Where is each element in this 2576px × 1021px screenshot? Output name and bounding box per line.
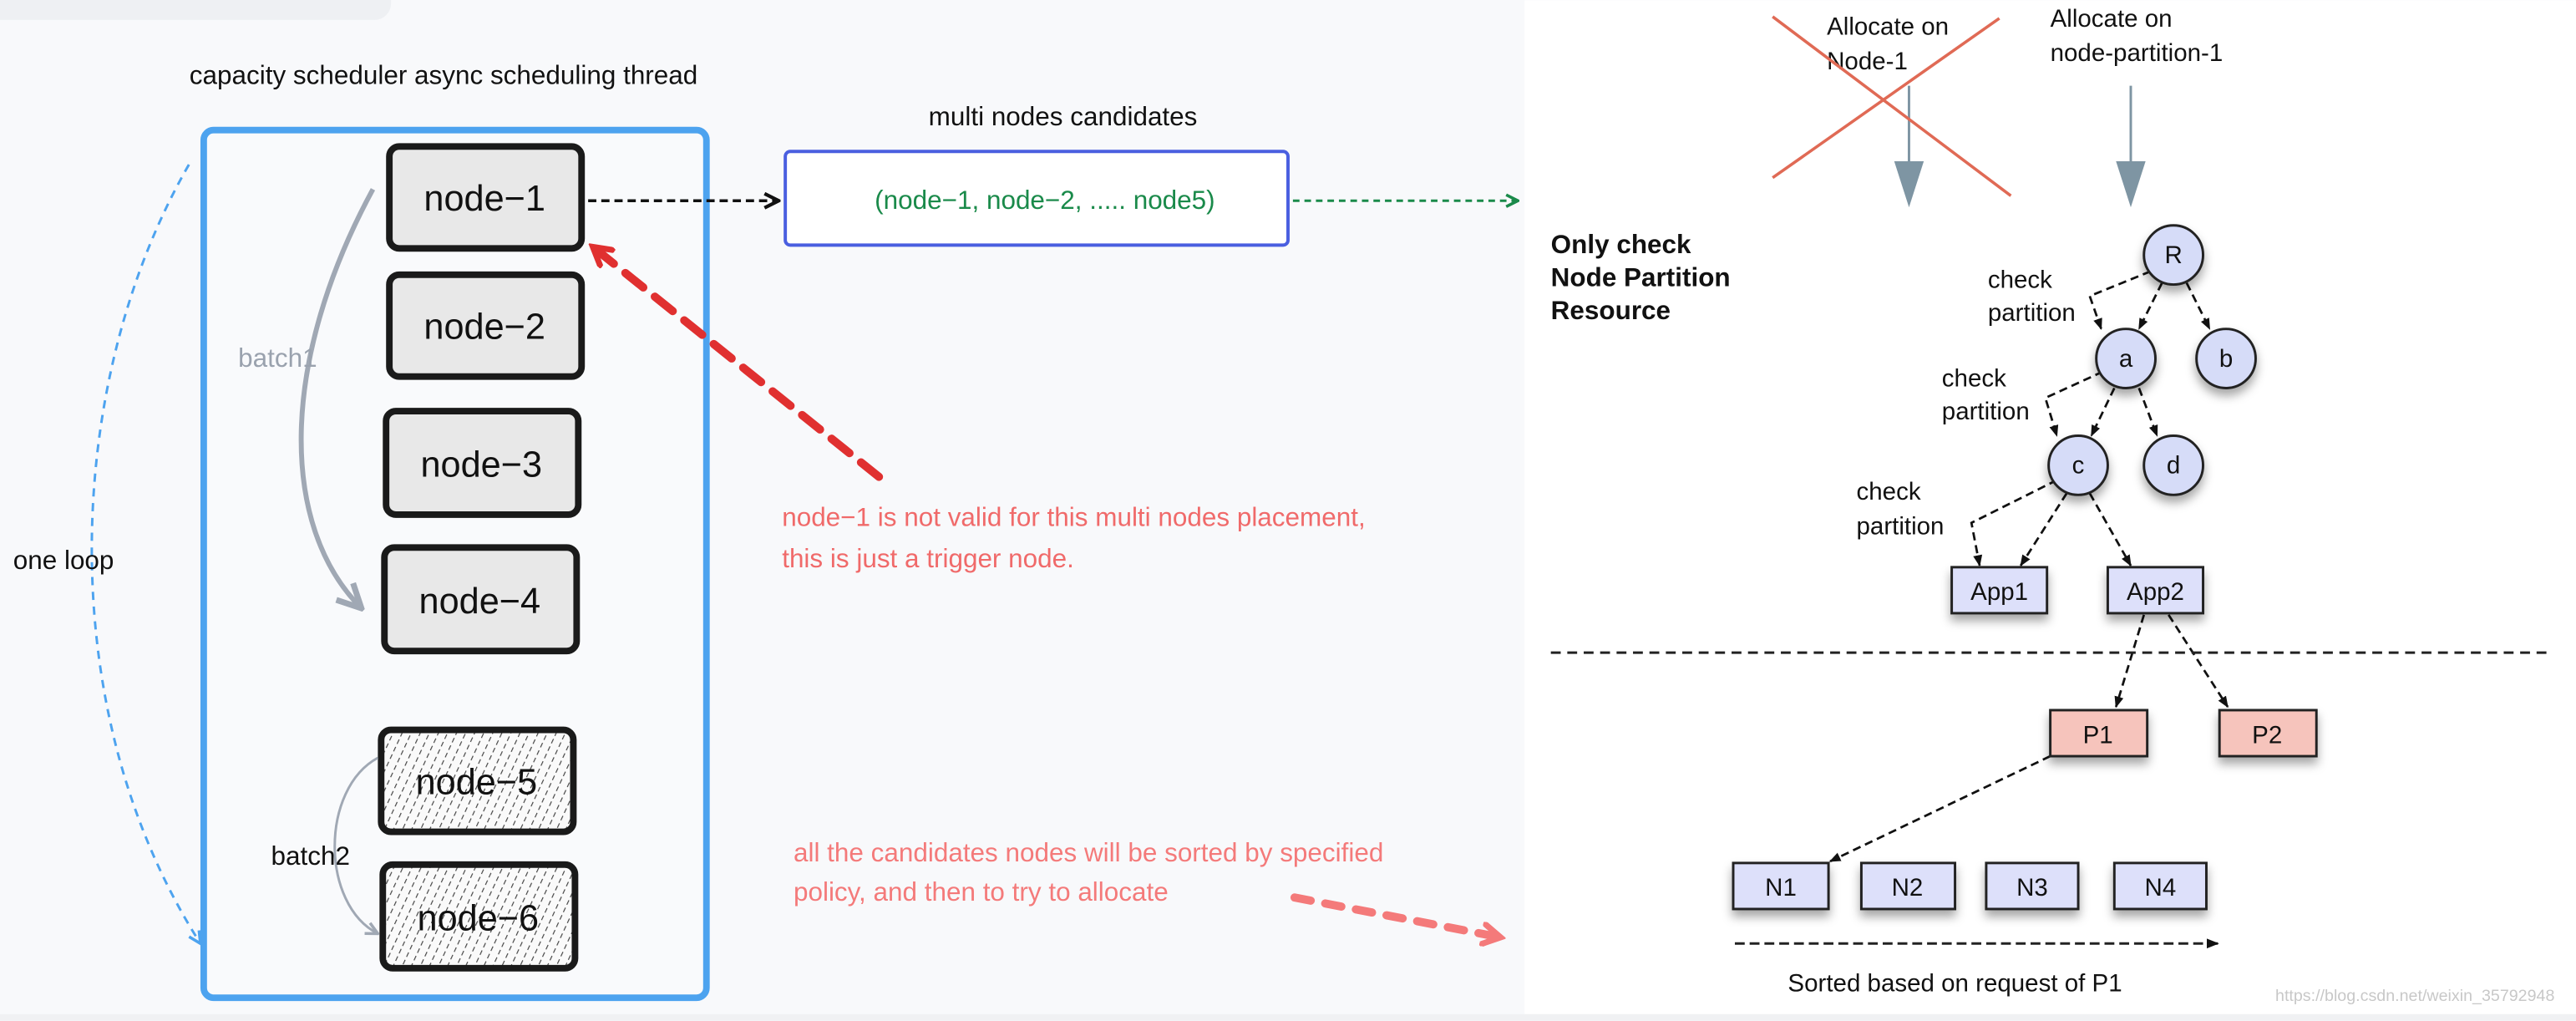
svg-text:N4: N4 [2145, 874, 2177, 902]
node-label: node−4 [419, 582, 541, 622]
crossed-label-line1: Allocate on [1827, 13, 1949, 41]
node-label: node−1 [423, 179, 545, 219]
cross-out-icon [1772, 15, 2012, 197]
svg-text:a: a [2119, 345, 2133, 373]
candidates-label: multi nodes candidates [929, 102, 1198, 131]
check-label-2a: check [1942, 365, 2006, 393]
batch2-arrow [333, 756, 378, 933]
node-4-box: node−4 [381, 544, 581, 655]
loop-arrow [90, 164, 200, 943]
node-3-box: node−3 [383, 408, 582, 518]
p2-box: P2 [2218, 709, 2318, 758]
alloc-node-arrowhead [1894, 161, 1924, 208]
check-label-2b: partition [1942, 398, 2030, 425]
heading-line1: Only check [1551, 230, 1691, 259]
node-label: node−2 [423, 307, 545, 347]
p1-box: P1 [2049, 709, 2149, 758]
sort-note-line2: policy, and then to try to allocate [794, 877, 1169, 907]
node-2-box: node−2 [386, 271, 586, 380]
batch1-arrow [298, 188, 376, 608]
check-label-3b: partition [1857, 513, 1945, 541]
tree-edges [1828, 270, 2229, 863]
candidates-value: (node−1, node−2, ..... node5) [875, 185, 1214, 215]
svg-text:N3: N3 [2016, 874, 2048, 902]
node-6-box: node−6 [379, 861, 579, 972]
svg-text:c: c [2072, 452, 2085, 480]
sorted-caption: Sorted based on request of P1 [1787, 969, 2122, 997]
n3-box: N3 [1985, 861, 2080, 911]
svg-text:d: d [2167, 452, 2180, 480]
node-5-box: node−5 [378, 726, 577, 836]
scheduler-title: capacity scheduler async scheduling thre… [190, 61, 697, 90]
trigger-note-arrow [595, 248, 884, 481]
top-tab [0, 0, 392, 20]
svg-text:N2: N2 [1892, 874, 1924, 902]
svg-text:N1: N1 [1765, 874, 1797, 902]
app1-box: App1 [1950, 566, 2049, 615]
sort-note-arrow [1290, 893, 1498, 937]
n2-box: N2 [1859, 861, 1957, 911]
heading-line3: Resource [1551, 296, 1671, 325]
check-label-3a: check [1857, 478, 1921, 505]
bottom-strip [0, 1013, 2576, 1021]
heading-line2: Node Partition [1551, 263, 1731, 292]
queue-c: c [2047, 434, 2109, 496]
svg-text:P2: P2 [2252, 721, 2282, 749]
node-label: node−6 [418, 899, 540, 939]
svg-text:P1: P1 [2083, 721, 2113, 749]
n4-box: N4 [2112, 861, 2208, 911]
trigger-note-line1: node−1 is not valid for this multi nodes… [782, 503, 1365, 532]
sort-note-line1: all the candidates nodes will be sorted … [794, 838, 1383, 867]
crossed-label-line2: Node-1 [1827, 48, 1908, 75]
queue-b: b [2195, 328, 2257, 389]
batch2-label: batch2 [271, 841, 350, 871]
node-1-box: node−1 [386, 143, 586, 252]
trigger-note-line2: this is just a trigger node. [782, 544, 1074, 573]
node-label: node−3 [420, 445, 542, 485]
n1-box: N1 [1732, 861, 1830, 911]
svg-text:App1: App1 [1970, 578, 2028, 606]
svg-text:R: R [2164, 241, 2182, 269]
alloc-partition-arrowhead [2116, 161, 2146, 208]
queue-d: d [2142, 434, 2205, 496]
check-label-1b: partition [1988, 299, 2076, 327]
svg-text:b: b [2219, 345, 2233, 373]
check-label-1a: check [1988, 266, 2052, 293]
tree-panel [1524, 0, 2576, 1014]
svg-text:App2: App2 [2127, 578, 2184, 606]
queue-a: a [2095, 328, 2157, 389]
app2-box: App2 [2106, 566, 2205, 615]
alloc-label-line2: node-partition-1 [2051, 39, 2224, 67]
loop-label: one loop [13, 546, 114, 575]
alloc-label-line1: Allocate on [2051, 5, 2173, 33]
batch1-label: batch1 [238, 343, 317, 373]
candidates-box [783, 150, 1290, 247]
queue-r: R [2142, 224, 2205, 287]
node-label: node−5 [416, 762, 538, 802]
watermark: https://blog.csdn.net/weixin_35792948 [2275, 987, 2554, 1005]
